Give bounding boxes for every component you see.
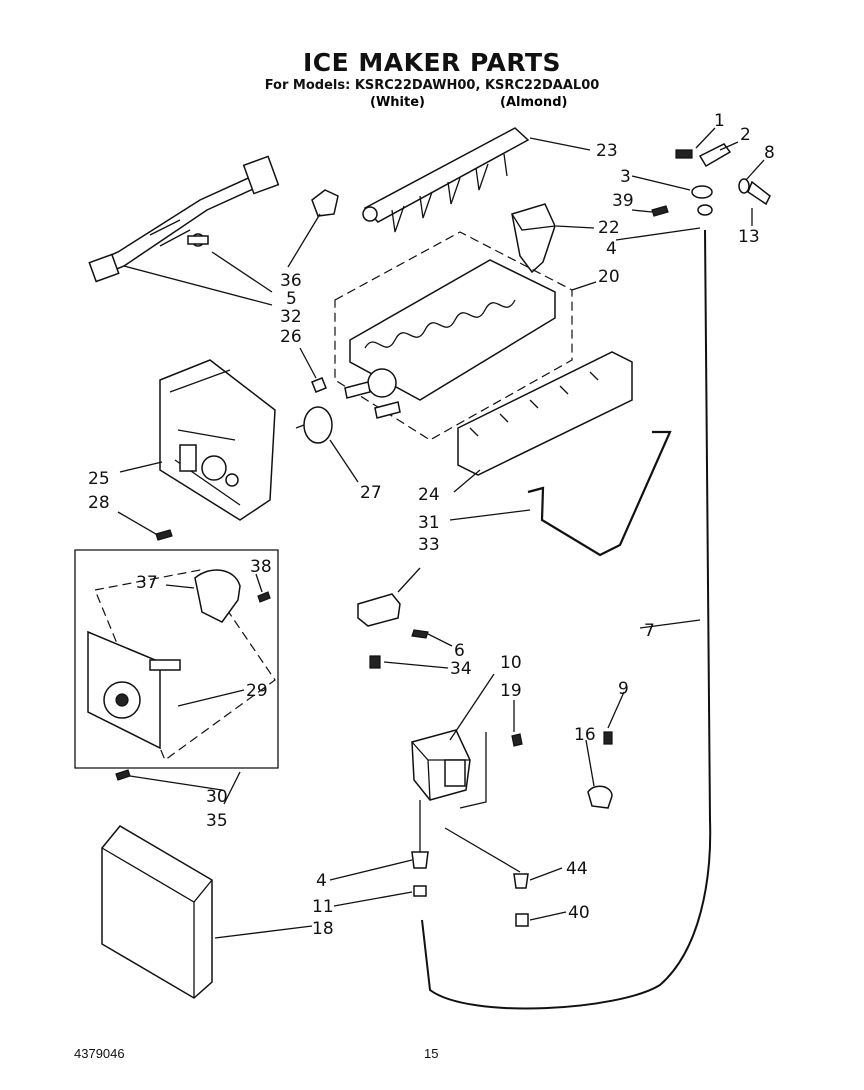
callout-10: 10 [500,653,522,673]
callout-16: 16 [574,725,596,745]
callout-6: 6 [454,641,465,661]
callout-23: 23 [596,141,618,161]
ice-bin-drawing [101,825,213,999]
callout-3: 3 [620,167,631,187]
ejector-drawing [362,127,530,233]
water-valve-drawing [411,729,523,873]
callout-39: 39 [612,191,634,211]
callout-4-bottom: 4 [316,871,327,891]
harness-clip-drawing [187,233,209,247]
callout-2: 2 [740,125,751,145]
callout-18: 18 [312,919,334,939]
fitting-drawings [411,851,529,927]
callout-31: 31 [418,513,440,533]
callout-44: 44 [566,859,588,879]
water-tube-drawing [419,229,712,1010]
motor-drawing [295,406,333,444]
callout-40: 40 [568,903,590,923]
callout-25: 25 [88,469,110,489]
callout-30: 30 [206,787,228,807]
callout-35: 35 [206,811,228,831]
callout-9: 9 [618,679,629,699]
mold-assembly-drawing [334,231,573,441]
callout-11: 11 [312,897,334,917]
callout-38: 38 [250,557,272,577]
callout-27: 27 [360,483,382,503]
clamp-drawing [587,731,613,809]
callout-32: 32 [280,307,302,327]
module-box-drawing [74,549,279,781]
control-housing-drawing [159,359,276,521]
callout-29: 29 [246,681,268,701]
callout-5: 5 [286,289,297,309]
callout-28: 28 [88,493,110,513]
variant-almond-label: (Almond) [500,95,568,110]
callout-26: 26 [280,327,302,347]
shield-drawing [457,351,633,476]
page-number: 15 [424,1046,439,1061]
page-title: ICE MAKER PARTS [302,48,562,77]
models-line: For Models: KSRC22DAWH00, KSRC22DAAL00 [264,78,600,93]
document-number: 4379046 [74,1046,125,1061]
callout-20: 20 [598,267,620,287]
callout-8: 8 [764,143,775,163]
callout-7: 7 [644,621,655,641]
callout-24: 24 [418,485,440,505]
callout-22: 22 [598,218,620,238]
callout-labels: 1 2 8 3 39 13 4 23 22 20 36 5 32 26 27 2… [88,111,775,939]
callout-13: 13 [738,227,760,247]
callout-37: 37 [136,573,158,593]
callout-36: 36 [280,271,302,291]
wire-harness-drawing [88,155,280,283]
variant-white-label: (White) [370,95,425,110]
inlet-fitting-drawing [651,143,771,217]
thermostat-drawing [311,189,339,217]
callout-19: 19 [500,681,522,701]
callout-1: 1 [714,111,725,131]
bracket-drawing [357,593,429,669]
shutoff-arm-drawing [527,430,672,557]
clip-26-drawing [311,377,327,393]
callout-4-top: 4 [606,239,617,259]
leader-lines [117,127,765,939]
fill-cup-drawing [511,203,556,274]
screw-28-drawing [155,529,173,541]
callout-33: 33 [418,535,440,555]
callout-34: 34 [450,659,472,679]
